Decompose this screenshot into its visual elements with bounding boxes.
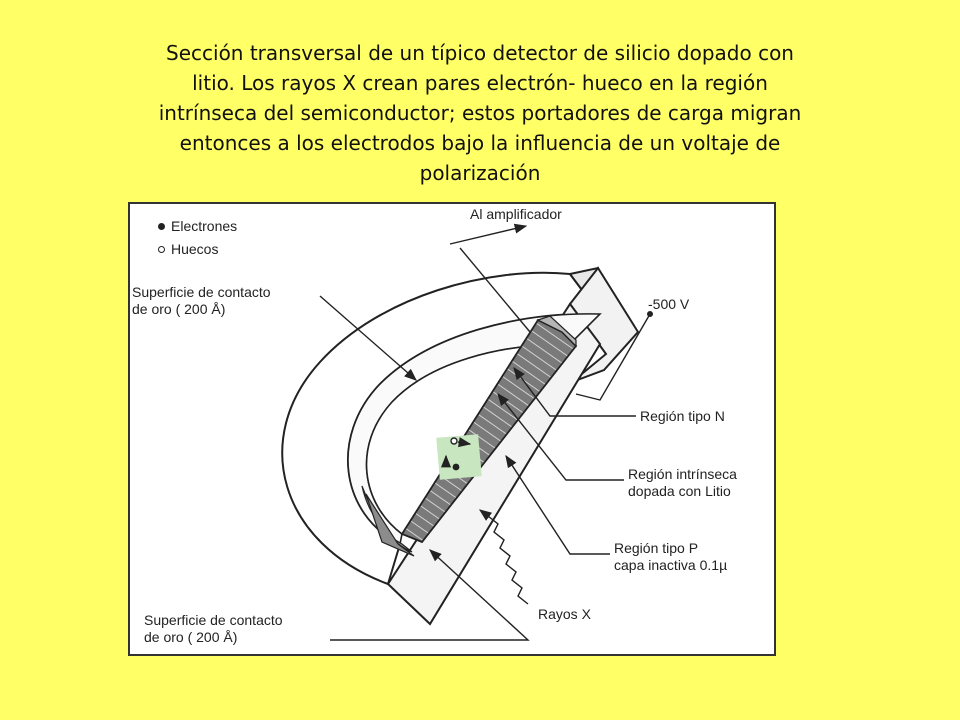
legend-holes: Huecos — [158, 241, 237, 258]
caption-line: entonces a los electrodos bajo la influe… — [179, 131, 781, 155]
legend-electrons-label: Electrones — [171, 218, 238, 234]
intrinsic-label: Región intrínseca dopada con Litio — [628, 466, 737, 499]
hole-dot — [450, 437, 458, 445]
n-region-label: Región tipo N — [640, 408, 725, 424]
xrays-wave — [478, 509, 529, 605]
voltage-wire — [575, 313, 651, 401]
legend: Electrones Huecos — [158, 218, 237, 258]
p-region-leader — [505, 454, 610, 555]
p-layer-edge — [365, 493, 415, 557]
amplifier-leader — [449, 223, 528, 245]
caption-line: Sección transversal de un típico detecto… — [166, 41, 794, 65]
caption-line: litio. Los rayos X crean pares electrón-… — [192, 71, 768, 95]
electron-dot — [452, 463, 460, 471]
detector-drawing — [281, 223, 653, 641]
caption-line: intrínseca del semiconductor; estos port… — [158, 101, 802, 125]
voltage-label: -500 V — [648, 296, 690, 312]
legend-holes-label: Huecos — [171, 241, 219, 257]
intrinsic-leader — [497, 393, 624, 481]
gold-top-leader — [319, 295, 417, 381]
legend-electrons: Electrones — [158, 218, 237, 235]
electron-legend-icon — [158, 223, 165, 230]
amplifier-wire — [459, 247, 531, 333]
gold-bottom-leader — [330, 549, 530, 641]
voltage-terminal — [647, 311, 653, 317]
p-region-label: Región tipo P capa inactiva 0.1µ — [614, 540, 728, 573]
n-region-leader — [513, 366, 636, 417]
hole-legend-icon — [158, 246, 165, 253]
figure-caption: Sección transversal de un típico detecto… — [70, 38, 890, 188]
active-zone — [436, 434, 482, 480]
gold-bottom-label: Superficie de contacto de oro ( 200 Å) — [144, 612, 283, 645]
xrays-label: Rayos X — [538, 606, 591, 622]
gold-top-label: Superficie de contacto de oro ( 200 Å) — [132, 284, 271, 317]
carrier-arrow — [457, 437, 472, 448]
n-type-layer — [536, 315, 577, 348]
amplifier-label: Al amplificador — [470, 206, 562, 222]
caption-line: polarización — [419, 161, 541, 185]
detector-diagram: Electrones Huecos Al amplificador -500 V… — [128, 202, 776, 656]
